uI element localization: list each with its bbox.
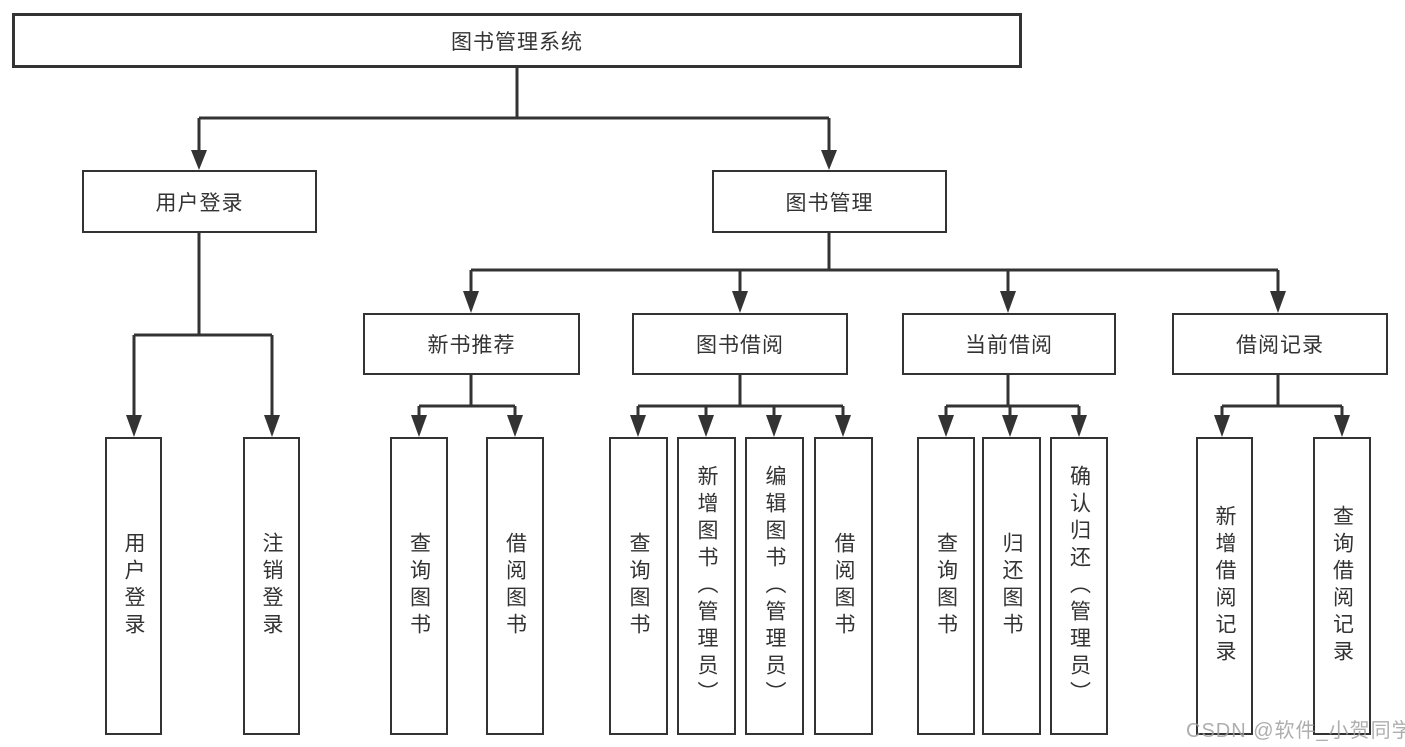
node-new-book-recommend: 新书推荐 bbox=[363, 313, 580, 375]
leaf-query-books-recommend: 查询图书 bbox=[390, 437, 448, 735]
leaf-add-books-admin: 新增图书（管理员） bbox=[677, 437, 736, 735]
leaf-label: 查询借阅记录 bbox=[1330, 505, 1354, 667]
leaf-user-login: 用户登录 bbox=[105, 437, 162, 735]
leaf-borrow-books-recommend: 借阅图书 bbox=[486, 437, 544, 735]
leaf-label: 用户登录 bbox=[122, 532, 145, 640]
leaf-query-books-current: 查询图书 bbox=[917, 437, 975, 735]
leaf-label: 确认归还（管理员） bbox=[1067, 464, 1091, 708]
leaf-edit-books-admin: 编辑图书（管理员） bbox=[745, 437, 804, 735]
node-library-management-system: 图书管理系统 bbox=[12, 13, 1022, 68]
leaf-label: 查询图书 bbox=[407, 532, 431, 640]
node-current-borrow: 当前借阅 bbox=[902, 313, 1116, 375]
leaf-borrow-books: 借阅图书 bbox=[814, 437, 873, 735]
leaf-label: 查询图书 bbox=[934, 532, 958, 640]
node-label: 用户登录 bbox=[155, 191, 244, 215]
node-book-borrow: 图书借阅 bbox=[632, 313, 848, 375]
node-label: 图书管理 bbox=[785, 191, 874, 215]
leaf-label: 编辑图书（管理员） bbox=[763, 464, 786, 708]
csdn-watermark: CSDN @软件_小贺同学 bbox=[1186, 720, 1405, 742]
leaf-confirm-return-admin: 确认归还（管理员） bbox=[1050, 437, 1108, 735]
node-borrow-records: 借阅记录 bbox=[1172, 313, 1388, 375]
leaf-label: 归还图书 bbox=[1000, 532, 1023, 640]
leaf-label: 新增借阅记录 bbox=[1213, 505, 1236, 667]
node-label: 图书借阅 bbox=[696, 334, 784, 357]
node-label: 借阅记录 bbox=[1236, 334, 1324, 357]
node-user-login: 用户登录 bbox=[82, 170, 317, 233]
leaf-query-borrow-record: 查询借阅记录 bbox=[1313, 437, 1371, 735]
leaf-logout: 注销登录 bbox=[243, 437, 300, 735]
leaf-add-borrow-record: 新增借阅记录 bbox=[1196, 437, 1253, 735]
node-label: 图书管理系统 bbox=[451, 30, 583, 54]
leaf-label: 新增图书（管理员） bbox=[695, 464, 718, 708]
leaf-label: 注销登录 bbox=[260, 532, 283, 640]
leaf-label: 借阅图书 bbox=[832, 532, 855, 640]
leaf-query-books-borrow: 查询图书 bbox=[609, 437, 668, 735]
node-label: 新书推荐 bbox=[427, 334, 516, 357]
node-label: 当前借阅 bbox=[965, 334, 1053, 357]
node-book-management: 图书管理 bbox=[712, 170, 947, 233]
leaf-label: 借阅图书 bbox=[503, 532, 527, 640]
leaf-return-books: 归还图书 bbox=[982, 437, 1041, 735]
leaf-label: 查询图书 bbox=[627, 532, 650, 640]
